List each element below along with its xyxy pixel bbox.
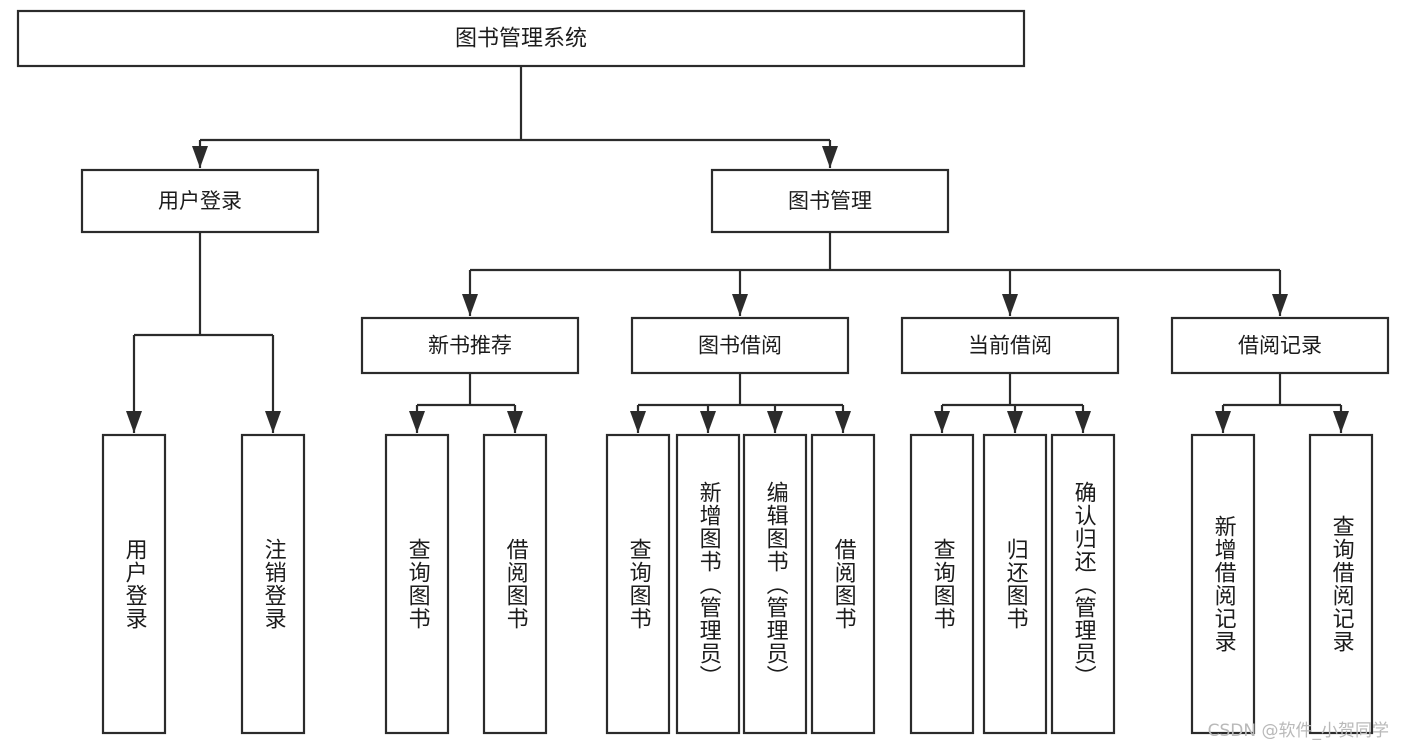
node-box-current-borrow[interactable] xyxy=(900,316,1120,375)
node-leaf-add-record[interactable] xyxy=(1190,433,1256,735)
node-leaf-return-book[interactable] xyxy=(982,433,1048,735)
node-box-borrow-record[interactable] xyxy=(1170,316,1390,375)
node-leaf-logout[interactable] xyxy=(240,433,306,735)
node-box-leaf-logout[interactable] xyxy=(240,433,306,735)
node-label-book-manage: 图书管理 xyxy=(788,189,872,213)
node-label-book-borrow: 图书借阅 xyxy=(698,334,782,358)
arrow-to-leaf-borrow-book-2 xyxy=(835,411,851,433)
node-box-leaf-query-book-1[interactable] xyxy=(384,433,450,735)
node-leaf-query-book-1[interactable] xyxy=(384,433,450,735)
arrow-to-book-borrow xyxy=(732,294,748,316)
node-box-leaf-query-record[interactable] xyxy=(1308,433,1374,735)
node-box-book-manage[interactable] xyxy=(710,168,950,234)
node-label-user-login: 用户登录 xyxy=(158,189,242,213)
node-label-root: 图书管理系统 xyxy=(455,27,587,52)
node-box-leaf-edit-book[interactable] xyxy=(742,433,808,735)
node-leaf-query-book-3[interactable] xyxy=(909,433,975,735)
arrow-to-leaf-return-book xyxy=(1007,411,1023,433)
node-current-borrow[interactable] xyxy=(900,316,1120,375)
node-label-new-book-rec: 新书推荐 xyxy=(428,334,512,358)
arrow-to-leaf-query-record xyxy=(1333,411,1349,433)
node-leaf-borrow-book-1[interactable] xyxy=(482,433,548,735)
node-box-leaf-borrow-book-2[interactable] xyxy=(810,433,876,735)
node-box-root[interactable] xyxy=(16,9,1026,68)
node-box-leaf-add-record[interactable] xyxy=(1190,433,1256,735)
arrow-to-book-manage xyxy=(822,146,838,168)
arrow-to-leaf-query-book-3 xyxy=(934,411,950,433)
node-book-borrow[interactable] xyxy=(630,316,850,375)
node-box-leaf-return-book[interactable] xyxy=(982,433,1048,735)
node-box-leaf-user-login[interactable] xyxy=(101,433,167,735)
node-user-login[interactable] xyxy=(80,168,320,234)
connector-layer xyxy=(126,66,1349,433)
arrow-to-leaf-add-book xyxy=(700,411,716,433)
arrow-to-leaf-edit-book xyxy=(767,411,783,433)
arrow-to-leaf-confirm-return xyxy=(1075,411,1091,433)
node-leaf-query-record[interactable] xyxy=(1308,433,1374,735)
node-box-new-book-rec[interactable] xyxy=(360,316,580,375)
arrow-to-current-borrow xyxy=(1002,294,1018,316)
arrow-to-leaf-borrow-book-1 xyxy=(507,411,523,433)
node-borrow-record[interactable] xyxy=(1170,316,1390,375)
arrow-to-new-book-rec xyxy=(462,294,478,316)
node-label-current-borrow: 当前借阅 xyxy=(968,334,1052,358)
node-box-leaf-query-book-2[interactable] xyxy=(605,433,671,735)
node-box-book-borrow[interactable] xyxy=(630,316,850,375)
arrow-to-leaf-query-book-2 xyxy=(630,411,646,433)
arrow-to-leaf-user-login xyxy=(126,411,142,433)
node-book-manage[interactable] xyxy=(710,168,950,234)
node-leaf-edit-book[interactable] xyxy=(742,433,808,735)
box-layer xyxy=(16,9,1390,735)
node-new-book-rec[interactable] xyxy=(360,316,580,375)
node-box-leaf-query-book-3[interactable] xyxy=(909,433,975,735)
node-leaf-user-login[interactable] xyxy=(101,433,167,735)
node-root[interactable] xyxy=(16,9,1026,68)
arrow-to-leaf-query-book-1 xyxy=(409,411,425,433)
arrow-to-leaf-add-record xyxy=(1215,411,1231,433)
arrow-to-borrow-record xyxy=(1272,294,1288,316)
node-leaf-query-book-2[interactable] xyxy=(605,433,671,735)
node-box-user-login[interactable] xyxy=(80,168,320,234)
node-leaf-add-book[interactable] xyxy=(675,433,741,735)
node-leaf-confirm-return[interactable] xyxy=(1050,433,1116,735)
node-box-leaf-borrow-book-1[interactable] xyxy=(482,433,548,735)
node-box-leaf-confirm-return[interactable] xyxy=(1050,433,1116,735)
arrow-to-leaf-logout xyxy=(265,411,281,433)
arrow-to-user-login xyxy=(192,146,208,168)
node-leaf-borrow-book-2[interactable] xyxy=(810,433,876,735)
node-label-borrow-record: 借阅记录 xyxy=(1238,334,1322,358)
node-box-leaf-add-book[interactable] xyxy=(675,433,741,735)
